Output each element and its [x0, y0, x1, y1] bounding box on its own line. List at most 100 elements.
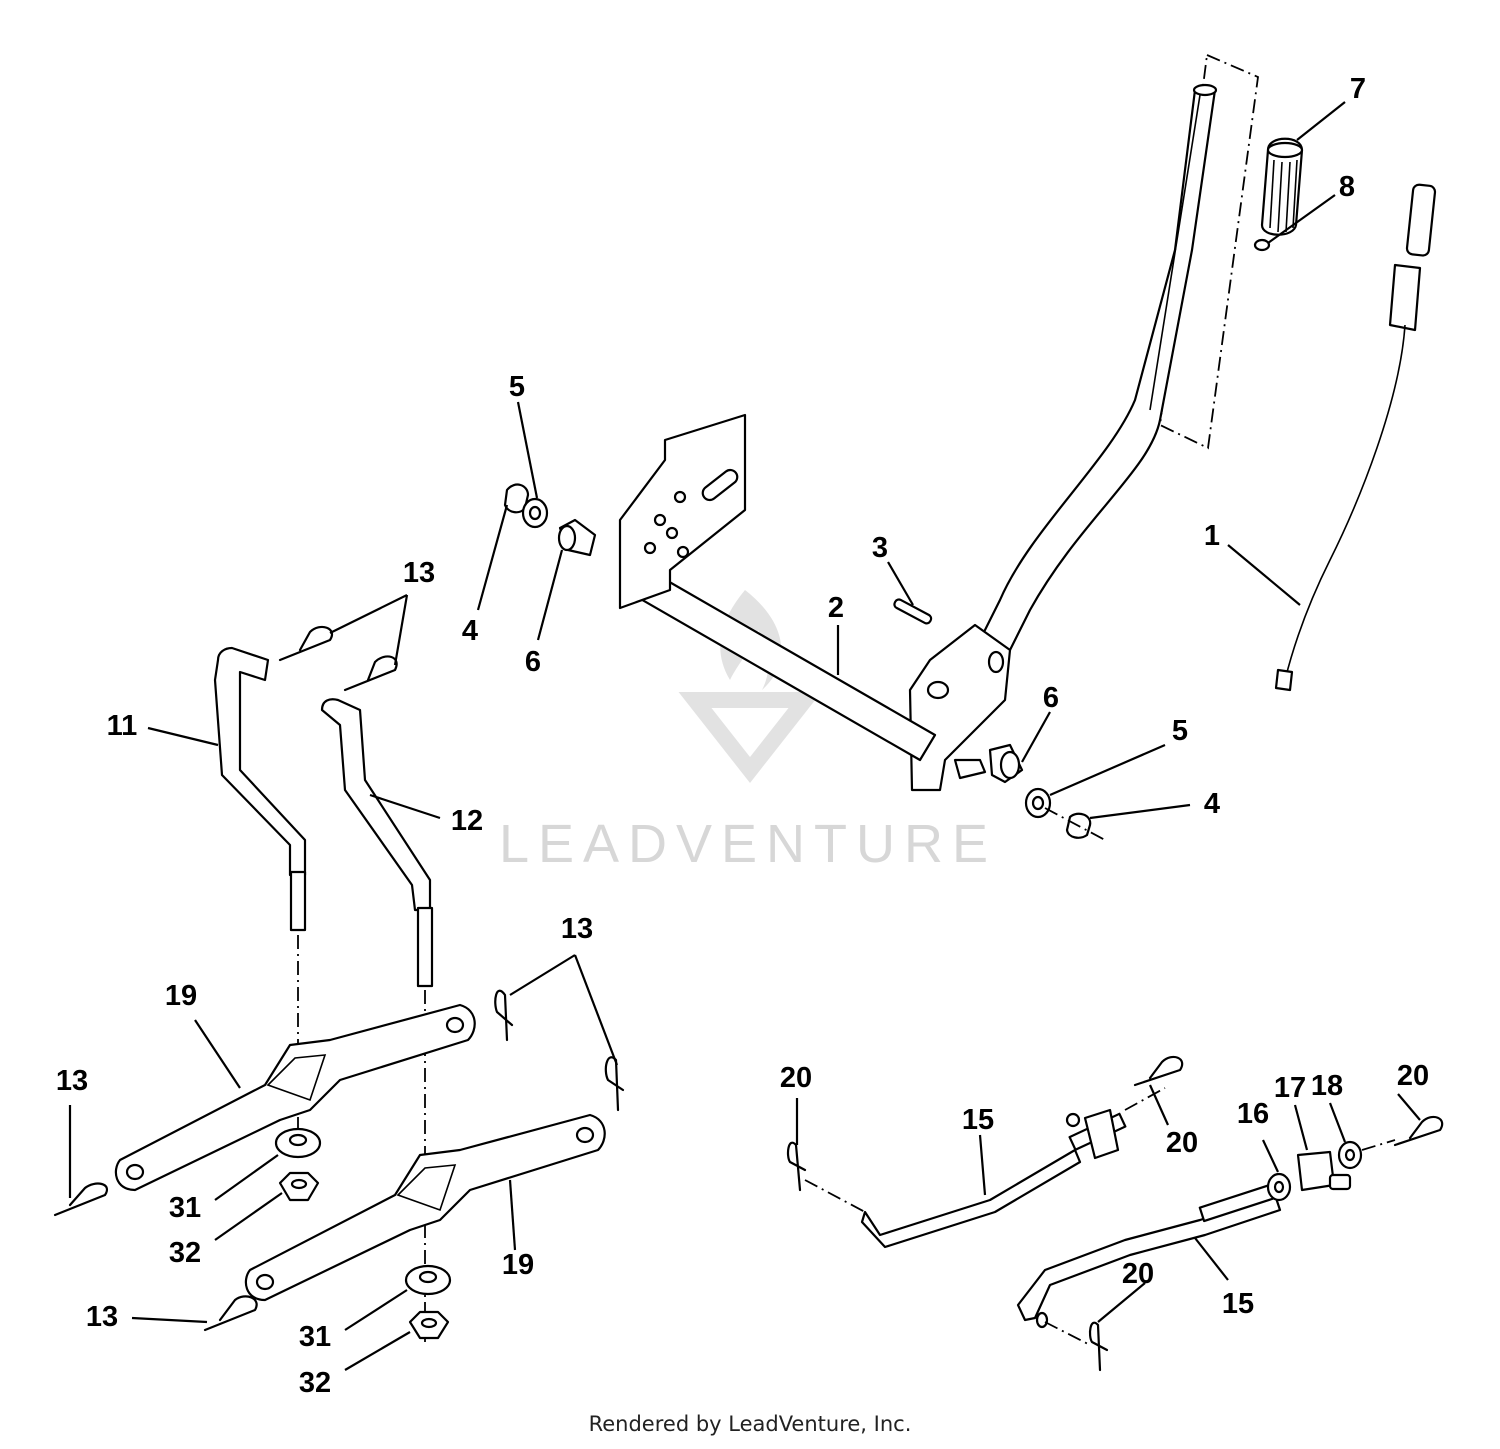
callout-2: 2	[828, 592, 844, 624]
callout-15a: 15	[962, 1104, 994, 1136]
arm-upper-hole-a	[125, 1163, 145, 1181]
callout-11: 11	[107, 710, 138, 742]
lever-tube-end	[1192, 83, 1218, 97]
callout-6: 6	[525, 646, 541, 678]
lift-arm-upper	[114, 1003, 476, 1192]
arm-lower-pocket	[396, 1164, 457, 1212]
nut-18-hole	[1344, 1148, 1356, 1162]
lever-tube-highlight	[1149, 94, 1201, 411]
callout-5: 5	[509, 371, 525, 403]
hairpin-clip-7	[786, 1141, 807, 1192]
hairpin-clip-4	[604, 1056, 625, 1112]
lift-arm-lower	[244, 1113, 606, 1302]
footer-credit: Rendered by LeadVenture, Inc.	[588, 1412, 912, 1436]
lift-link-right-thread	[416, 906, 434, 988]
arm-upper-pocket	[266, 1054, 327, 1102]
bushing-right-face	[999, 750, 1021, 780]
grip-top	[1266, 141, 1304, 159]
grip-nut	[1253, 238, 1271, 252]
lift-link-left	[213, 646, 307, 877]
callout-31a: 31	[169, 1192, 201, 1224]
nut-16-hole	[1273, 1180, 1285, 1194]
arm-upper-hole-b	[445, 1016, 465, 1034]
plate-hole-4	[643, 541, 657, 555]
grip-rib-1	[1269, 159, 1275, 229]
callout-20d: 20	[1122, 1258, 1154, 1290]
nut-lower-hole	[420, 1317, 438, 1329]
mounting-plate	[618, 413, 747, 610]
cable-spring	[1388, 263, 1422, 332]
axis-rod-upper-left	[804, 1179, 866, 1213]
plate-hole-1	[673, 490, 687, 504]
rod-lower-end	[1035, 1311, 1049, 1329]
callout-4b: 4	[1204, 788, 1220, 820]
callout-17: 17	[1274, 1072, 1306, 1104]
plate-slot	[701, 468, 739, 502]
callout-13c: 13	[56, 1065, 88, 1097]
callout-20a: 20	[780, 1062, 812, 1094]
callout-8: 8	[1339, 171, 1355, 203]
callout-18: 18	[1311, 1070, 1343, 1102]
plate-hole-2	[653, 513, 667, 527]
axis-rod-lower-right	[1361, 1139, 1396, 1151]
callout-13b: 13	[561, 913, 593, 945]
adjust-rod-lower	[1016, 1193, 1282, 1322]
hairpin-clip-8	[1133, 1055, 1184, 1087]
trunnion-17	[1296, 1150, 1336, 1192]
grommet-upper-hole	[288, 1133, 308, 1147]
shaft-stub-right	[953, 758, 987, 780]
hairpin-clip-2	[343, 655, 398, 692]
axis-rod-upper-right	[1124, 1087, 1166, 1111]
callout-4: 4	[462, 615, 478, 647]
bracket-slot	[987, 650, 1005, 674]
hairpin-clip-10	[1393, 1115, 1444, 1147]
grip-rib-3	[1285, 161, 1291, 233]
trunnion-upper	[1083, 1108, 1120, 1160]
bracket-hole	[926, 680, 950, 700]
callout-19a: 19	[165, 980, 197, 1012]
cable-end	[1274, 668, 1294, 692]
callout-6b: 6	[1043, 682, 1059, 714]
callout-19b: 19	[502, 1249, 534, 1281]
callout-12: 12	[451, 805, 483, 837]
callout-1: 1	[1204, 520, 1220, 552]
callout-32a: 32	[169, 1237, 201, 1269]
handle-grip	[1260, 137, 1304, 236]
trunnion-17-pin	[1328, 1173, 1352, 1191]
bushing-left-face	[557, 524, 577, 552]
watermark-text: LEADVENTURE	[499, 814, 997, 874]
washer-right-hole	[1031, 795, 1045, 811]
callout-13d: 13	[86, 1301, 118, 1333]
arm-lower-hole-a	[255, 1273, 275, 1291]
cable-knob	[1405, 183, 1437, 257]
grommet-lower-hole	[418, 1270, 438, 1284]
nut-upper-hole	[290, 1178, 308, 1190]
hairpin-clip-5	[53, 1182, 108, 1217]
hairpin-clip-6	[203, 1295, 258, 1332]
lift-link-left-thread	[289, 870, 307, 932]
leader-lines	[68, 101, 1421, 1371]
callout-16: 16	[1237, 1098, 1269, 1130]
lift-lever-tube	[973, 88, 1217, 662]
lift-link-right	[320, 698, 432, 912]
axis-right	[1044, 807, 1106, 841]
callout-13a: 13	[403, 557, 435, 589]
plate-hole-5	[676, 545, 690, 559]
washer-left-hole	[528, 505, 542, 521]
callout-15b: 15	[1222, 1288, 1254, 1320]
callout-20b: 20	[1166, 1127, 1198, 1159]
callout-5b: 5	[1172, 715, 1188, 747]
grip-rib-4	[1292, 159, 1298, 229]
hairpin-clip-1	[278, 625, 333, 662]
roll-pin	[893, 598, 933, 625]
callout-7: 7	[1350, 73, 1366, 105]
adjust-rod-upper	[860, 1148, 1082, 1249]
callouts: 1 2 3 4 5 6 7 8 6 5 4 13 11 12 13 19 13 …	[56, 73, 1429, 1399]
hairpin-clip-3	[494, 989, 514, 1042]
grip-rib-2	[1277, 161, 1283, 233]
callout-32b: 32	[299, 1367, 331, 1399]
trunnion-upper-bolt	[1065, 1112, 1081, 1128]
cable-wire	[1284, 324, 1406, 681]
callout-3: 3	[872, 532, 888, 564]
